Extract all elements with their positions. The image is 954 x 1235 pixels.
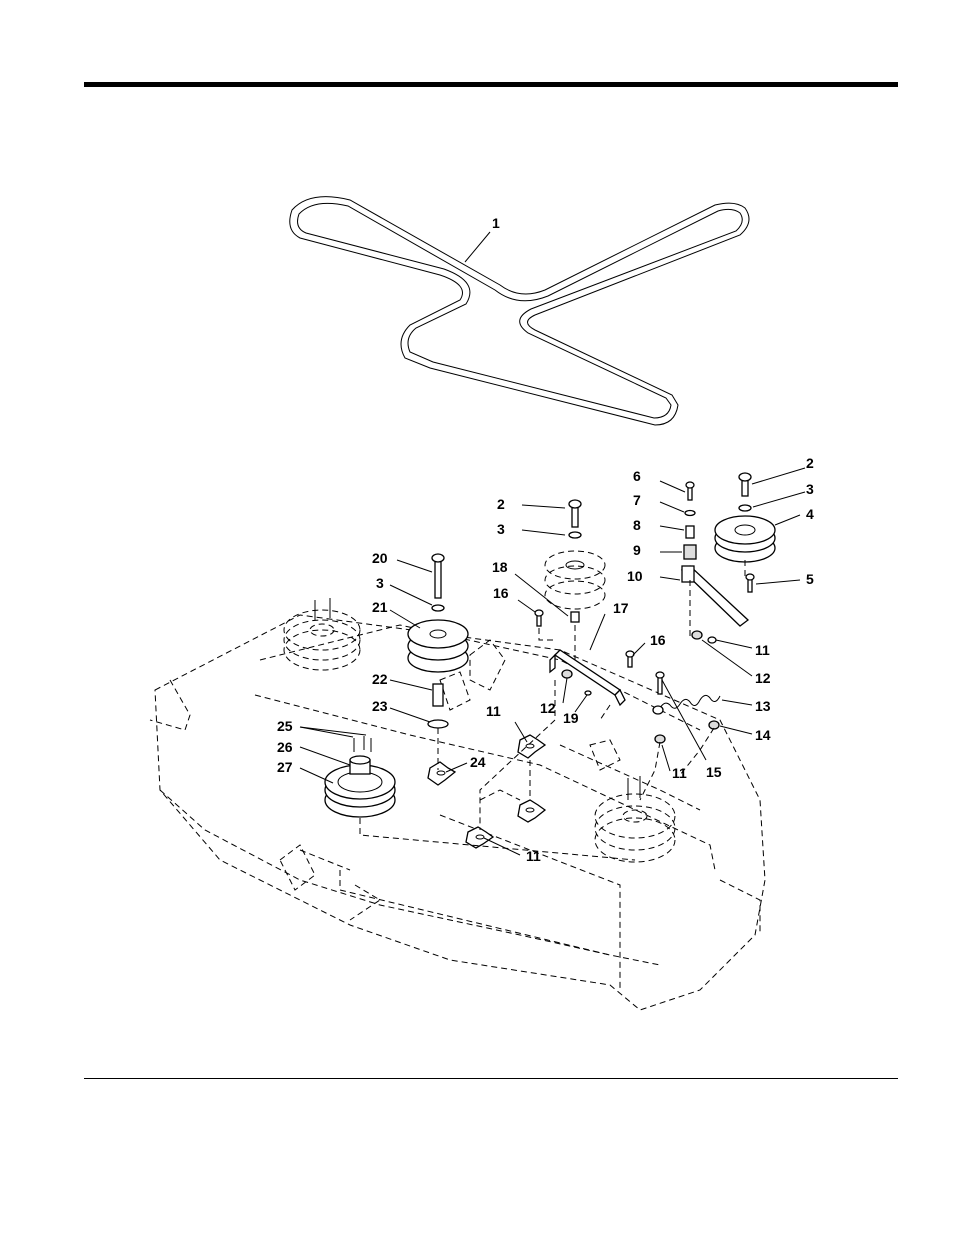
callout-18: 18 bbox=[492, 559, 508, 575]
star-nuts bbox=[428, 735, 545, 848]
callout-2: 2 bbox=[806, 455, 814, 471]
idler-bracket-17 bbox=[535, 610, 634, 705]
callout-10: 10 bbox=[627, 568, 643, 584]
callout-3: 3 bbox=[806, 481, 814, 497]
callout-14: 14 bbox=[755, 727, 771, 743]
mower-deck-housing bbox=[150, 615, 765, 1010]
callout-26: 26 bbox=[277, 739, 293, 755]
callout-7: 7 bbox=[633, 492, 641, 508]
callout-23: 23 bbox=[372, 698, 388, 714]
callout-19: 19 bbox=[563, 710, 579, 726]
v-belt bbox=[290, 197, 749, 425]
left-spindle-pulley bbox=[284, 598, 360, 670]
callout-12: 12 bbox=[755, 670, 771, 686]
callout-22: 22 bbox=[372, 671, 388, 687]
callout-25: 25 bbox=[277, 718, 293, 734]
center-idler-pulley bbox=[545, 500, 605, 622]
callout-1: 1 bbox=[492, 215, 500, 231]
callout-11: 11 bbox=[672, 765, 687, 781]
callout-13: 13 bbox=[755, 698, 771, 714]
callout-16: 16 bbox=[650, 632, 666, 648]
callout-16: 16 bbox=[493, 585, 509, 601]
callout-4: 4 bbox=[806, 506, 814, 522]
callout-20: 20 bbox=[372, 550, 388, 566]
callout-15: 15 bbox=[706, 764, 722, 780]
callout-12: 12 bbox=[540, 700, 556, 716]
callout-17: 17 bbox=[613, 600, 629, 616]
idler-pulley-4 bbox=[715, 473, 775, 562]
callout-8: 8 bbox=[633, 517, 641, 533]
callout-11: 11 bbox=[755, 642, 770, 658]
callout-5: 5 bbox=[806, 571, 814, 587]
callout-3: 3 bbox=[497, 521, 505, 537]
right-spindle-pulley bbox=[595, 776, 675, 862]
callout-2: 2 bbox=[497, 496, 505, 512]
callout-9: 9 bbox=[633, 542, 641, 558]
callout-11: 11 bbox=[526, 848, 541, 864]
drive-pulley-27 bbox=[325, 736, 395, 817]
callout-11: 11 bbox=[486, 703, 501, 719]
callout-27: 27 bbox=[277, 759, 293, 775]
idler-pulley-21 bbox=[408, 554, 468, 728]
callout-21: 21 bbox=[372, 599, 388, 615]
callout-3: 3 bbox=[376, 575, 384, 591]
callout-24: 24 bbox=[470, 754, 486, 770]
callout-6: 6 bbox=[633, 468, 641, 484]
